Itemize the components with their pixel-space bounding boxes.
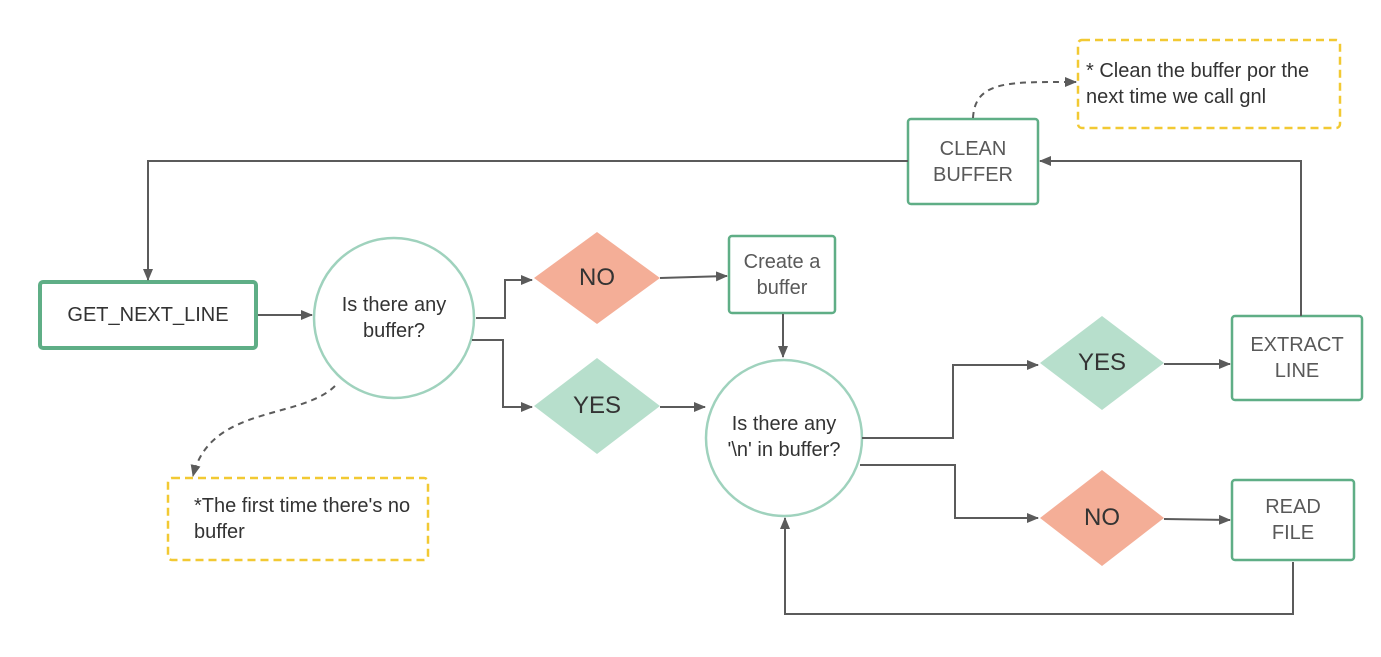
dashed-q1-to-note [190, 385, 336, 477]
read-file-box [1230, 478, 1356, 562]
yes-label-2: YES [1077, 349, 1127, 377]
yes-diamond-2 [1040, 316, 1164, 410]
create-buffer-box [727, 234, 837, 315]
get-next-line-box [38, 280, 258, 350]
no-diamond-1 [534, 232, 660, 324]
arrow-q2-to-yes [862, 360, 1039, 439]
get-next-line-label: GET_NEXT_LINE [67, 304, 229, 326]
extract-line-label: EXTRACT LINE [1250, 334, 1344, 382]
clean-buffer-label: CLEAN BUFFER [933, 137, 1013, 186]
create-buffer-label: Create a buffer [743, 250, 821, 299]
arrow-q2-to-no [860, 464, 1039, 523]
note-first-time-box [166, 476, 430, 562]
arrow-clean-to-start [143, 160, 908, 281]
yes-label-1: YES [572, 392, 622, 420]
yes-diamond-1 [534, 358, 660, 454]
arrow-q1-to-no [476, 275, 533, 319]
arrow-read-to-q2 [780, 517, 1294, 615]
note-clean-text: * Clean the buffer por the next time we … [1086, 60, 1310, 108]
read-file-label: READ FILE [1265, 496, 1321, 544]
no-label-2: NO [1084, 504, 1120, 532]
is-there-buffer-label: Is there any buffer? [341, 294, 447, 342]
is-there-newline-label: Is there any '\n' in buffer? [727, 413, 841, 461]
extract-line-box [1230, 314, 1364, 402]
is-there-buffer-circle [312, 236, 476, 400]
dashed-clean-to-note [972, 76, 1077, 119]
note-clean-box [1076, 38, 1342, 130]
arrow-q1-to-yes [472, 339, 533, 412]
arrow-no-to-read [1163, 514, 1231, 525]
arrow-no-to-create [659, 271, 728, 282]
note-first-time-text: *The first time there's no buffer [194, 495, 411, 543]
no-label-1: NO [579, 264, 615, 292]
no-diamond-2 [1040, 470, 1164, 566]
arrow-extract-to-clean [1039, 156, 1302, 316]
